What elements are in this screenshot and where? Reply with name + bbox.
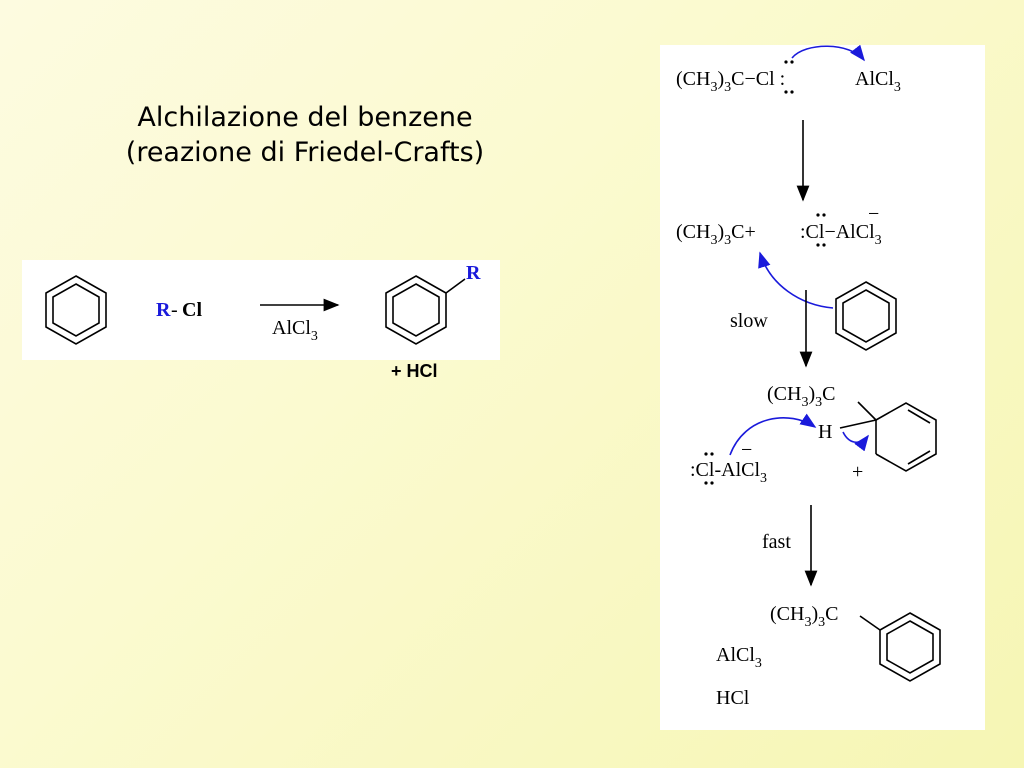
benzene-ring-reactant bbox=[45, 275, 107, 345]
step3-hydrogen: H bbox=[818, 421, 832, 443]
benzene-ring-product-final bbox=[859, 612, 941, 682]
catalyst-label: AlCl3 bbox=[272, 317, 318, 344]
lone-pair-dots-cl-2 bbox=[816, 213, 826, 247]
step4-product-tert-butyl: (CH3)3C bbox=[770, 603, 838, 630]
benzene-ring-product bbox=[385, 275, 466, 345]
reagent-r: R bbox=[156, 299, 171, 321]
lone-pair-dots-cl-1 bbox=[784, 60, 794, 94]
step2-carbocation: (CH3)3C+ bbox=[676, 221, 756, 248]
electron-push-arrow-4 bbox=[842, 431, 869, 452]
step1-lewis-acid: AlCl3 bbox=[855, 68, 901, 95]
step3-tetrachloroaluminate: :Cl-AlCl3 bbox=[690, 459, 767, 486]
benzene-ring-nucleophile bbox=[835, 281, 897, 351]
overall-reaction-panel bbox=[22, 260, 500, 360]
product-r: R bbox=[466, 262, 481, 284]
step3-positive-charge: + bbox=[852, 461, 863, 483]
title-line-1: Alchilazione del benzene bbox=[137, 102, 473, 133]
label-slow: slow bbox=[730, 310, 768, 332]
electron-push-arrow-2 bbox=[758, 251, 834, 309]
arenium-ion-ring bbox=[839, 401, 937, 472]
step4-alcl3: AlCl3 bbox=[716, 644, 762, 671]
step4-hcl: HCl bbox=[716, 687, 750, 709]
step2-negative-charge: − bbox=[868, 203, 879, 225]
step1-alkyl-chloride: (CH3)3C−Cl : bbox=[676, 68, 785, 95]
step2-tetrachloroaluminate: :Cl−AlCl3 bbox=[800, 221, 882, 248]
lone-pair-dots-cl-3 bbox=[704, 452, 714, 485]
step3-tert-butyl: (CH3)3C bbox=[767, 383, 835, 410]
mechanism-panel bbox=[660, 45, 985, 730]
slide-title: Alchilazione del benzene (reazione di Fr… bbox=[100, 100, 510, 170]
electron-push-arrow-1 bbox=[791, 44, 865, 62]
byproduct-hcl: + HCl bbox=[391, 361, 438, 381]
step3-negative-charge: − bbox=[741, 439, 752, 461]
electron-push-arrow-3 bbox=[729, 413, 817, 456]
reagent-dash: - bbox=[171, 299, 178, 321]
label-fast: fast bbox=[762, 531, 791, 553]
title-line-2: (reazione di Friedel-Crafts) bbox=[125, 137, 485, 168]
reagent-cl: Cl bbox=[182, 299, 202, 321]
